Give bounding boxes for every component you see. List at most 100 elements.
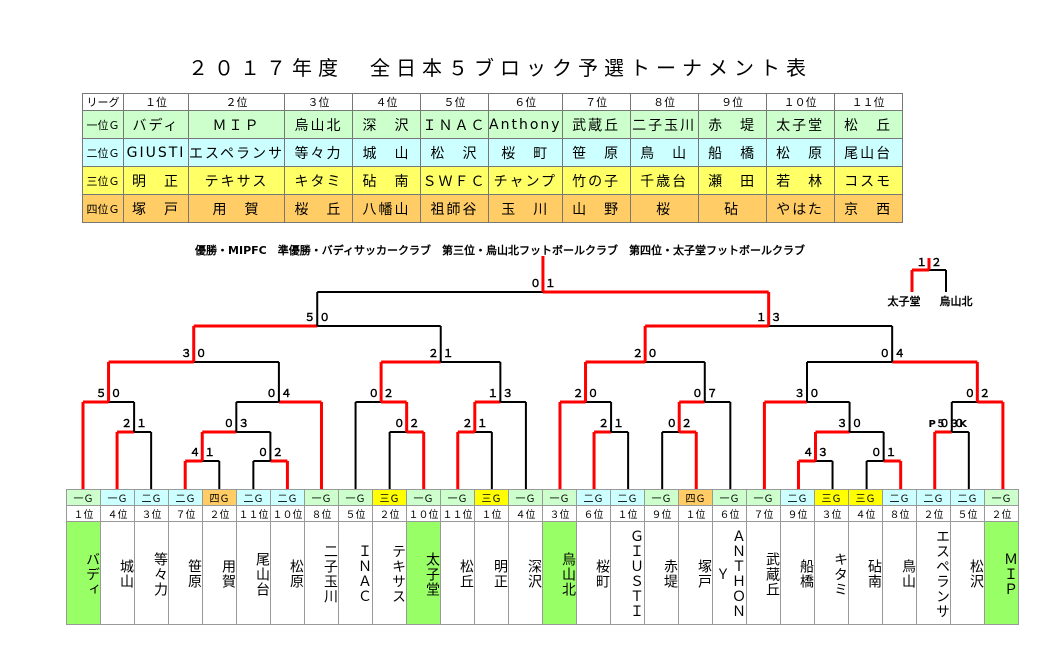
league-header-cell: ９位 [697,93,767,111]
team-name-cell: 烏山北 [542,521,577,625]
team-group-cell: 二Ｇ [168,489,203,506]
team-name: ＧＩＵＳＴＩ [628,529,644,619]
team-group-cell: 一Ｇ [712,489,747,506]
team-group-cell: 二Ｇ [236,489,271,506]
league-team-cell: 明 正 [123,166,189,195]
team-name: 鳥山 [900,559,916,589]
team-rank-cell: ８位 [304,505,339,522]
team-name-cell: エスペランサ [916,521,951,625]
third-place-score: １ ２ [916,256,942,269]
team-rank-cell: ２位 [916,505,951,522]
league-group-label: 四位Ｇ [82,194,124,223]
team-rank-cell: １位 [678,505,713,522]
team-group-cell: 一Ｇ [644,489,679,506]
team-group-cell: 一Ｇ [508,489,543,506]
league-team-cell: Anthony [488,110,563,139]
team-group-cell: 三Ｇ [372,489,407,506]
team-name-cell: 二子玉川 [304,521,339,625]
team-rank-cell: ５位 [338,505,373,522]
league-team-cell: 船 橋 [697,138,767,167]
league-team-cell: 武蔵丘 [561,110,631,139]
league-team-cell: 若 林 [765,166,835,195]
team-name-cell: テキサス [372,521,407,625]
team-group-cell: 二Ｇ [916,489,951,506]
team-rank-cell: １１位 [236,505,271,522]
league-team-cell: 松 沢 [420,138,490,167]
team-rank-cell: ６位 [712,505,747,522]
team-rank-cell: １位 [66,505,101,522]
league-group-label: 三位Ｇ [82,166,124,195]
team-rank-cell: ６位 [576,505,611,522]
team-name-cell: ＭＩＰ [984,521,1019,625]
team-name: 太子堂 [424,551,440,597]
team-group-cell: 一Ｇ [746,489,781,506]
team-name: 桜町 [594,559,610,589]
league-team-cell: 山 野 [561,194,631,223]
team-name-cell: ＧＩＵＳＴＩ [610,521,645,625]
team-rank-cell: １位 [474,505,509,522]
team-rank-cell: １０位 [406,505,441,522]
team-group-cell: 二Ｇ [270,489,305,506]
team-group-cell: 三Ｇ [848,489,883,506]
league-team-cell: テキサス [187,166,286,195]
league-team-cell: 桜 町 [488,138,563,167]
league-team-cell: 砧 南 [352,166,422,195]
league-header-cell: １１位 [833,93,903,111]
team-rank-cell: ２位 [202,505,237,522]
league-team-cell: 鳥 山 [629,138,699,167]
team-name: 松原 [288,559,304,589]
team-name: 烏山北 [560,551,576,597]
team-rank-cell: ８位 [882,505,917,522]
third-place-left: 太子堂 [887,294,921,308]
team-group-cell: 一Ｇ [100,489,135,506]
team-name-cell: 松丘 [440,521,475,625]
pk-note: P５ ３K [929,418,969,430]
team-rank-cell: ７位 [168,505,203,522]
team-group-cell: 二Ｇ [882,489,917,506]
team-name: 塚戸 [696,559,712,589]
league-team-cell: 城 山 [352,138,422,167]
team-rank-cell: ３位 [814,505,849,522]
league-team-cell: ＭＩＰ [187,110,286,139]
team-rank-cell: ４位 [848,505,883,522]
league-header-cell: ５位 [420,93,490,111]
team-name: 赤堤 [662,559,678,589]
team-name-cell: キタミ [814,521,849,625]
league-team-cell: 八幡山 [352,194,422,223]
team-group-cell: 二Ｇ [134,489,169,506]
team-name-cell: 太子堂 [406,521,441,625]
team-name-cell: ＡＮＴＨＯＮＹ [712,521,747,625]
team-group-cell: 一Ｇ [440,489,475,506]
team-name: ＩＮＡＣ [356,544,372,604]
team-name: 用賀 [220,559,236,589]
league-team-cell: 二子玉川 [629,110,699,139]
team-name-cell: 深沢 [508,521,543,625]
league-header-cell: ６位 [488,93,563,111]
team-name: テキサス [390,544,406,604]
league-team-cell: 赤 堤 [697,110,767,139]
team-rank-cell: ２位 [984,505,1019,522]
team-group-cell: 一Ｇ [338,489,373,506]
team-rank-cell: ７位 [746,505,781,522]
team-group-cell: 一Ｇ [66,489,101,506]
team-name-cell: 明正 [474,521,509,625]
league-team-cell: 砧 [697,194,767,223]
team-group-cell: 一Ｇ [406,489,441,506]
league-team-cell: GIUSTI [123,138,189,167]
team-name-cell: 笹原 [168,521,203,625]
team-name-cell: 松沢 [950,521,985,625]
team-name: 船橋 [798,559,814,589]
league-team-cell: キタミ [284,166,354,195]
team-group-cell: 三Ｇ [474,489,509,506]
league-team-cell: 千歳台 [629,166,699,195]
team-name-cell: 松原 [270,521,305,625]
team-name: 明正 [492,559,508,589]
team-name: ＭＩＰ [1002,551,1018,597]
